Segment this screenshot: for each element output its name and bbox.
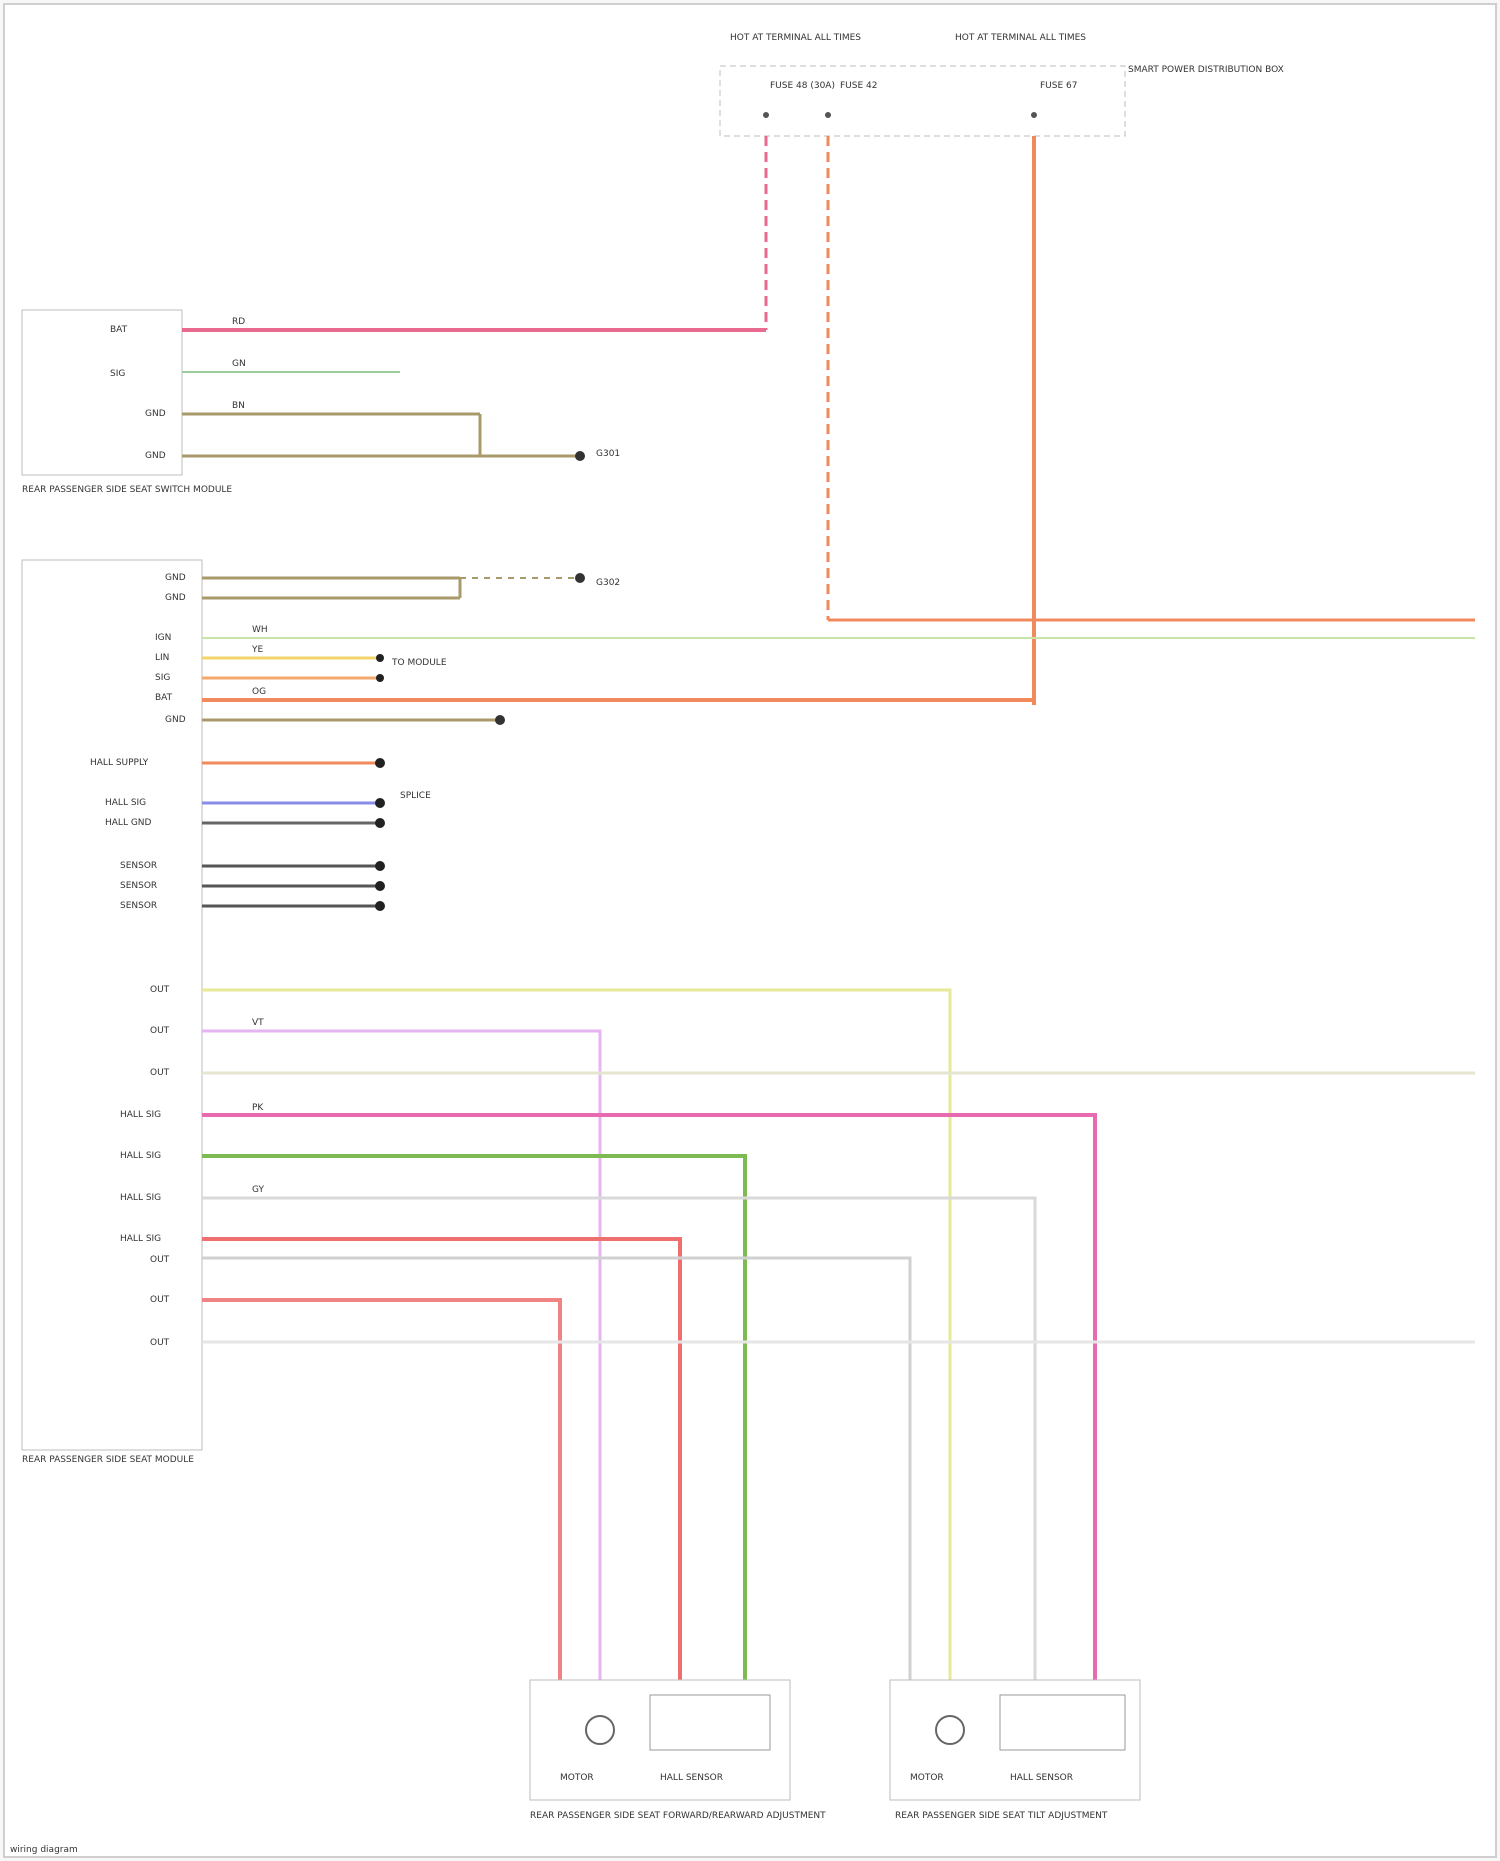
sensor-3-junction	[375, 901, 385, 911]
seat-module-label: REAR PASSENGER SIDE SEAT MODULE	[22, 1455, 194, 1465]
seat-pin-14: OUT	[150, 985, 170, 995]
seat-pin-23: OUT	[150, 1338, 170, 1348]
ground-1-point	[575, 451, 585, 461]
label-vio: VT	[252, 1018, 264, 1028]
switch-pin-2: SIG	[110, 369, 125, 379]
fuse-3-label: FUSE 67	[1040, 81, 1077, 91]
label-brn: BN	[232, 401, 245, 411]
lin-junction	[376, 654, 384, 662]
sensor-1-junction	[375, 861, 385, 871]
left-component-label: REAR PASSENGER SIDE SEAT FORWARD/REARWAR…	[530, 1811, 826, 1821]
sig-junction	[376, 674, 384, 682]
hall-supply-junction	[375, 758, 385, 768]
seat-pin-5: SIG	[155, 673, 170, 683]
seat-pin-1: GND	[165, 573, 186, 583]
seat-pin-20: HALL SIG	[120, 1234, 161, 1244]
fuse-3-terminal	[1031, 112, 1037, 118]
label-red: RD	[232, 317, 245, 327]
left-motor-label: MOTOR	[560, 1773, 594, 1783]
seat-pin-11: SENSOR	[120, 861, 157, 871]
footer-text: wiring diagram	[10, 1845, 78, 1855]
seat-pin-16: OUT	[150, 1068, 170, 1078]
seat-pin-18: HALL SIG	[120, 1151, 161, 1161]
ground-2-label: G302	[596, 578, 620, 588]
right-sensor-label: HALL SENSOR	[1010, 1773, 1073, 1783]
fuse-2-label: FUSE 42	[840, 81, 877, 91]
seat-pin-12: SENSOR	[120, 881, 157, 891]
seat-pin-22: OUT	[150, 1295, 170, 1305]
sensor-2-junction	[375, 881, 385, 891]
fuse-box-label: SMART POWER DISTRIBUTION BOX	[1128, 65, 1284, 75]
seat-pin-9: HALL SIG	[105, 798, 146, 808]
label-wht: WH	[252, 625, 268, 635]
fuse-1-terminal	[763, 112, 769, 118]
switch-pin-4: GND	[145, 451, 166, 461]
seat-pin-7: GND	[165, 715, 186, 725]
ground-3-point	[495, 715, 505, 725]
hall-gnd-junction	[375, 818, 385, 828]
hot-label-1: HOT AT TERMINAL ALL TIMES	[730, 33, 861, 43]
splice-label: SPLICE	[400, 791, 431, 801]
label-yel: YE	[251, 645, 263, 655]
label-grn: GN	[232, 359, 246, 369]
seat-pin-6: BAT	[155, 693, 173, 703]
hall-sig-junction	[375, 798, 385, 808]
switch-pin-1: BAT	[110, 325, 128, 335]
label-org: OG	[252, 687, 266, 697]
seat-pin-3: IGN	[155, 633, 171, 643]
seat-pin-17: HALL SIG	[120, 1110, 161, 1120]
fuse-2-terminal	[825, 112, 831, 118]
ground-2-point	[575, 573, 585, 583]
seat-pin-19: HALL SIG	[120, 1193, 161, 1203]
switch-module-label: REAR PASSENGER SIDE SEAT SWITCH MODULE	[22, 485, 232, 495]
right-component-label: REAR PASSENGER SIDE SEAT TILT ADJUSTMENT	[895, 1811, 1108, 1821]
fuse-1-label: FUSE 48 (30A)	[770, 81, 835, 91]
seat-pin-8: HALL SUPPLY	[90, 758, 149, 768]
seat-pin-13: SENSOR	[120, 901, 157, 911]
switch-pin-3: GND	[145, 409, 166, 419]
diagram-frame	[4, 4, 1496, 1857]
seat-pin-21: OUT	[150, 1255, 170, 1265]
seat-pin-15: OUT	[150, 1026, 170, 1036]
label-gry: GY	[252, 1185, 265, 1195]
right-motor-label: MOTOR	[910, 1773, 944, 1783]
label-pnk: PK	[252, 1103, 264, 1113]
seat-pin-4: LIN	[155, 653, 169, 663]
hot-label-2: HOT AT TERMINAL ALL TIMES	[955, 33, 1086, 43]
ground-1-label: G301	[596, 449, 620, 459]
seat-pin-10: HALL GND	[105, 818, 152, 828]
to-module-label: TO MODULE	[391, 658, 447, 668]
left-sensor-label: HALL SENSOR	[660, 1773, 723, 1783]
seat-pin-2: GND	[165, 593, 186, 603]
